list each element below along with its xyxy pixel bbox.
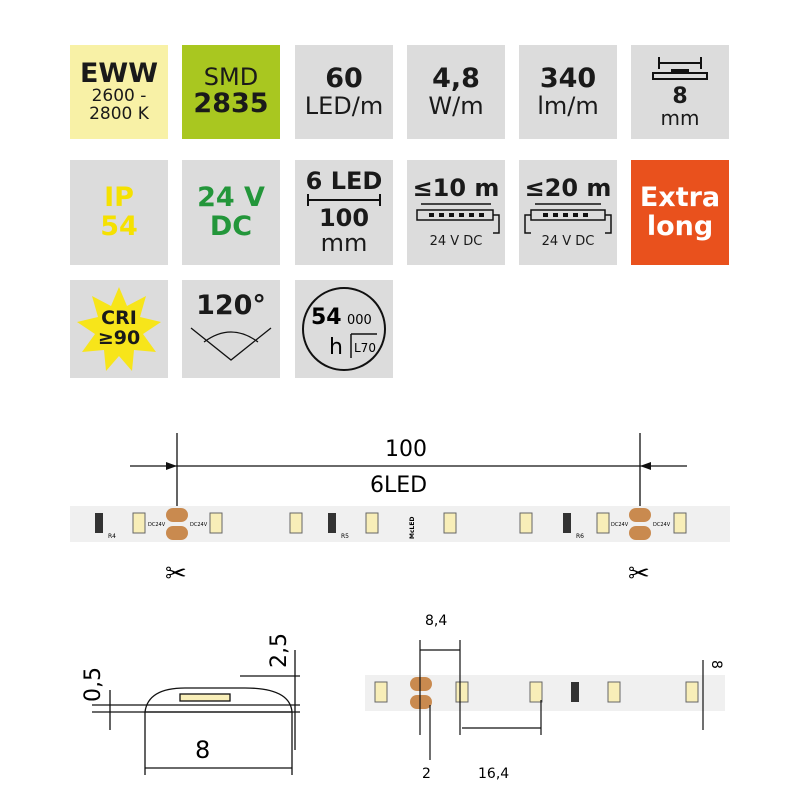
pad-width-label: 8,4 <box>425 613 447 629</box>
cut-leds: 6 LED <box>305 166 383 195</box>
single-feed-strip-icon <box>416 203 500 235</box>
single-feed-supply: 24 V DC <box>429 234 483 250</box>
single-feed-length: ≤10 m <box>412 174 500 203</box>
flux-tile: 340 lm/m <box>519 45 617 139</box>
pad-label: DC24V <box>190 522 208 528</box>
double-feed-strip-icon <box>524 203 612 235</box>
single-feed-tile: ≤10 m 24 V DC <box>407 160 505 265</box>
led-density-tile: 60 LED/m <box>295 45 393 139</box>
led-density-unit: LED/m <box>304 91 384 120</box>
strip-width-label: 8 <box>708 660 724 669</box>
flux-value: 340 <box>539 63 597 95</box>
color-code: EWW <box>79 57 158 89</box>
dimension-arrow-icon <box>307 193 381 206</box>
ip-value: 54 <box>100 210 138 242</box>
lifetime-tile: 54 000 h L70 <box>295 280 393 378</box>
double-feed-length: ≤20 m <box>524 174 612 203</box>
extra-long-line2: long <box>646 210 714 242</box>
smd-tile: SMD 2835 <box>182 45 280 139</box>
pcb-height-label: 0,5 <box>81 667 106 702</box>
lifetime-unit: h <box>329 335 343 360</box>
cri-label: CRI <box>101 307 137 330</box>
ip-label: IP <box>104 182 134 214</box>
cri-tile: CRI ≥90 <box>70 280 168 378</box>
voltage-unit: DC <box>209 210 253 242</box>
smd-value: 2835 <box>193 88 269 120</box>
strip-width-icon <box>652 56 708 80</box>
pad-label: DC24V <box>148 522 166 528</box>
cut-length: 100 <box>318 203 370 232</box>
flux-unit: lm/m <box>537 91 599 120</box>
extra-long-line1: Extra <box>639 182 721 214</box>
width-value: 8 <box>672 83 688 109</box>
power-unit: W/m <box>428 91 484 120</box>
smd-label: SMD <box>203 63 259 92</box>
beam-angle-tile: 120° <box>182 280 280 378</box>
pad-label: DC24V <box>611 522 629 528</box>
cut-leds-label: 6LED <box>370 473 427 498</box>
lifetime-suffix: 000 <box>347 313 372 328</box>
led-strip <box>70 506 730 542</box>
led-pitch-label: 16,4 <box>478 766 509 782</box>
gap-label: 2 <box>422 766 431 782</box>
star-burst-icon <box>77 287 161 371</box>
width-unit: mm <box>660 106 700 131</box>
beam-angle-icon <box>190 327 272 362</box>
cut-unit: mm <box>320 229 368 258</box>
cri-value: ≥90 <box>97 327 141 349</box>
power-tile: 4,8 W/m <box>407 45 505 139</box>
resistor-label-r6: R6 <box>576 533 584 540</box>
double-feed-supply: 24 V DC <box>541 234 595 250</box>
profile-drawing <box>92 650 300 775</box>
svg-text:✂: ✂ <box>165 559 187 589</box>
ip-rating-tile: IP 54 <box>70 160 168 265</box>
led-strip-detail <box>365 675 725 711</box>
color-temperature-tile: EWW 2600 - 2800 K <box>70 45 168 139</box>
cut-interval-tile: 6 LED 100 mm <box>295 160 393 265</box>
total-height-label: 2,5 <box>267 633 292 668</box>
profile-width-label: 8 <box>195 736 210 764</box>
cut-length-label: 100 <box>385 437 427 462</box>
brand-label: McLED <box>409 517 416 539</box>
width-tile: 8 mm <box>631 45 729 139</box>
extra-long-badge: Extra long <box>631 160 729 265</box>
resistor-label-r5: R5 <box>341 533 349 540</box>
resistor-label-r4: R4 <box>108 533 116 540</box>
lifetime-value: 54 <box>311 305 342 330</box>
strip-leds <box>132 512 687 534</box>
pad-label: DC24V <box>653 522 671 528</box>
beam-angle-value: 120° <box>196 290 266 321</box>
voltage-value: 24 V <box>197 182 265 214</box>
solder-pads <box>166 508 651 540</box>
lifetime-circle-icon: 54 000 h L70 <box>302 287 386 371</box>
svg-text:✂: ✂ <box>628 559 650 589</box>
power-value: 4,8 <box>432 63 480 95</box>
voltage-tile: 24 V DC <box>182 160 280 265</box>
color-range-end: 2800 K <box>89 104 149 125</box>
lifetime-rating: L70 <box>354 341 376 355</box>
double-feed-tile: ≤20 m 24 V DC <box>519 160 617 265</box>
color-range: 2600 - <box>91 86 147 107</box>
led-density-value: 60 <box>325 63 363 95</box>
scissors-icon: ✂✂ <box>165 559 650 589</box>
